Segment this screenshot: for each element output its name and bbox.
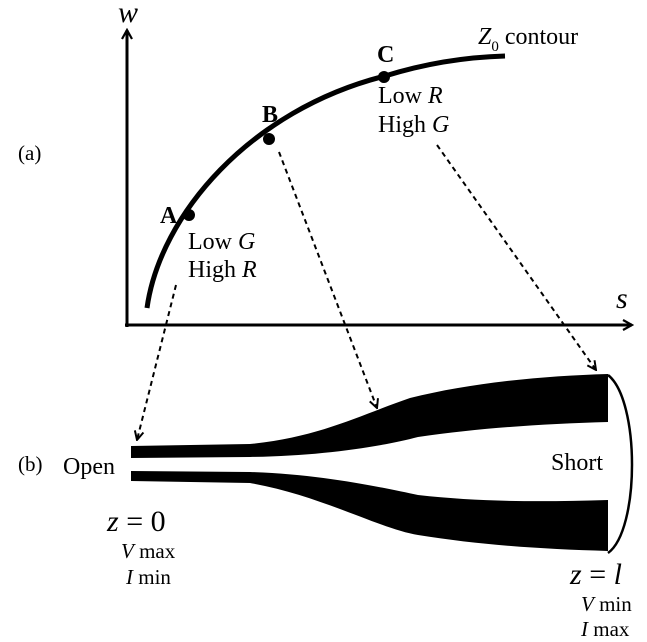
short-circuit-wire	[607, 374, 634, 555]
point-b-marker	[263, 133, 275, 145]
left-current-label: I min	[125, 565, 171, 589]
lower-conductor	[131, 471, 608, 551]
left-position-label: z = 0	[106, 505, 166, 538]
point-a-label: A	[160, 203, 178, 229]
upper-conductor	[131, 374, 608, 458]
w-axis-label: w	[118, 0, 138, 29]
panel-a-label: (a)	[18, 141, 41, 165]
point-a-marker	[183, 209, 195, 221]
mapping-arrow-b	[278, 151, 377, 408]
panel-b-label: (b)	[18, 452, 43, 476]
point-b-label: B	[262, 102, 278, 128]
point-a-line2: High R	[188, 257, 257, 283]
point-c-line1: Low R	[378, 83, 443, 109]
right-voltage-label: V min	[581, 592, 632, 616]
right-current-label: I max	[580, 617, 630, 641]
s-axis-label: s	[616, 282, 628, 315]
mapping-arrow-a	[137, 284, 177, 440]
left-voltage-label: V max	[121, 539, 176, 563]
point-c-marker	[378, 71, 390, 83]
point-c-line2: High G	[378, 112, 449, 138]
right-position-label: z = l	[569, 558, 622, 591]
z0-contour-label: Z0 contour	[478, 24, 578, 55]
point-c-label: C	[377, 42, 394, 68]
z0-contour-curve	[144, 53, 506, 309]
short-label: Short	[551, 450, 603, 476]
point-a-line1: Low G	[188, 229, 255, 255]
open-label: Open	[63, 454, 115, 480]
mapping-arrow-c	[436, 144, 596, 370]
